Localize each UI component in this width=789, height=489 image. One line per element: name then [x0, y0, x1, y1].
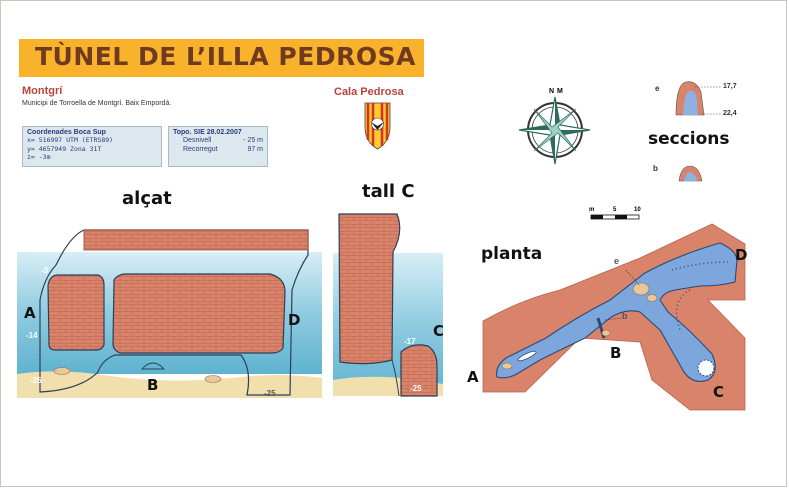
coat-of-arms-icon — [364, 102, 391, 150]
coordinate-y: y= 4657949 Zona 31T — [27, 144, 102, 153]
compass-north-label: N — [549, 88, 555, 95]
title-banner — [19, 39, 424, 77]
section-e-icon — [675, 81, 721, 116]
alcat-elevation-view — [17, 229, 322, 398]
place-label: Cala Pedrosa — [334, 86, 404, 98]
alcat-entrance-d: D — [288, 311, 301, 329]
alcat-depth-top: -3 — [41, 266, 49, 275]
planta-section-b-marker: b — [622, 311, 628, 321]
recorregut-value: 97 m — [247, 146, 263, 153]
alcat-depth-bottom-right: -25 — [264, 389, 276, 398]
tall-c-title: tall C — [362, 181, 415, 202]
alcat-entrance-a: A — [24, 304, 36, 322]
alcat-depth-bottom-left: -25 — [30, 376, 42, 385]
tall-c-depth-top: -17 — [404, 337, 416, 346]
planta-section-e-marker: e — [614, 256, 620, 266]
section-e-label: e — [655, 84, 660, 93]
tall-c-section-view — [333, 213, 443, 397]
municipality-text: Municipi de Torroella de Montgrí. Baix E… — [22, 100, 172, 107]
coordinates-heading: Coordenades Boca Sup — [27, 129, 106, 136]
planta-point-c: C — [713, 383, 725, 401]
alcat-title: alçat — [122, 188, 172, 209]
compass-magnetic-label: M — [557, 88, 563, 95]
planta-entrance-d: D — [735, 246, 748, 264]
recorregut-row: Recorregut 97 m — [173, 145, 263, 154]
scale-label-10: 10 — [634, 207, 641, 213]
desnivell-value: - 25 m — [243, 137, 263, 144]
tall-c-depth-bottom: -25 — [410, 384, 422, 393]
planta-title: planta — [481, 244, 543, 264]
scale-bar — [590, 214, 640, 220]
page-title: TÙNEL DE L’ILLA PEDROSA — [35, 42, 416, 71]
region-label: Montgrí — [22, 85, 63, 97]
alcat-point-b: B — [147, 376, 159, 394]
scale-label-m: m — [589, 207, 595, 213]
section-b-label: b — [653, 164, 658, 173]
alcat-depth-mid: -14 — [26, 331, 38, 340]
desnivell-label: Desnivell — [183, 137, 212, 144]
coordinates-box: Coordenades Boca Sup x= 516997 UTM (ETRS… — [22, 126, 162, 167]
compass-rose-icon — [518, 96, 591, 165]
section-b-icon — [678, 165, 703, 182]
section-e-bottom-depth: 22,4 — [723, 110, 737, 117]
topography-heading: Topo. SIE 28.02.2007 — [173, 129, 242, 136]
planta-point-b: B — [610, 344, 622, 362]
planta-plan-view — [482, 223, 746, 411]
sections-title: seccions — [648, 129, 730, 149]
desnivell-row: Desnivell - 25 m — [173, 136, 263, 145]
scale-label-5: 5 — [613, 207, 617, 213]
coordinate-z: z= -3m — [27, 153, 51, 161]
coordinate-x: x= 516997 UTM (ETRS89) — [27, 136, 114, 144]
section-e-top-depth: 17,7 — [723, 83, 737, 90]
tall-c-label-c: C — [433, 322, 445, 340]
topography-box: Topo. SIE 28.02.2007 Desnivell - 25 m Re… — [168, 126, 268, 167]
recorregut-label: Recorregut — [183, 146, 218, 153]
planta-entrance-a: A — [467, 368, 479, 386]
